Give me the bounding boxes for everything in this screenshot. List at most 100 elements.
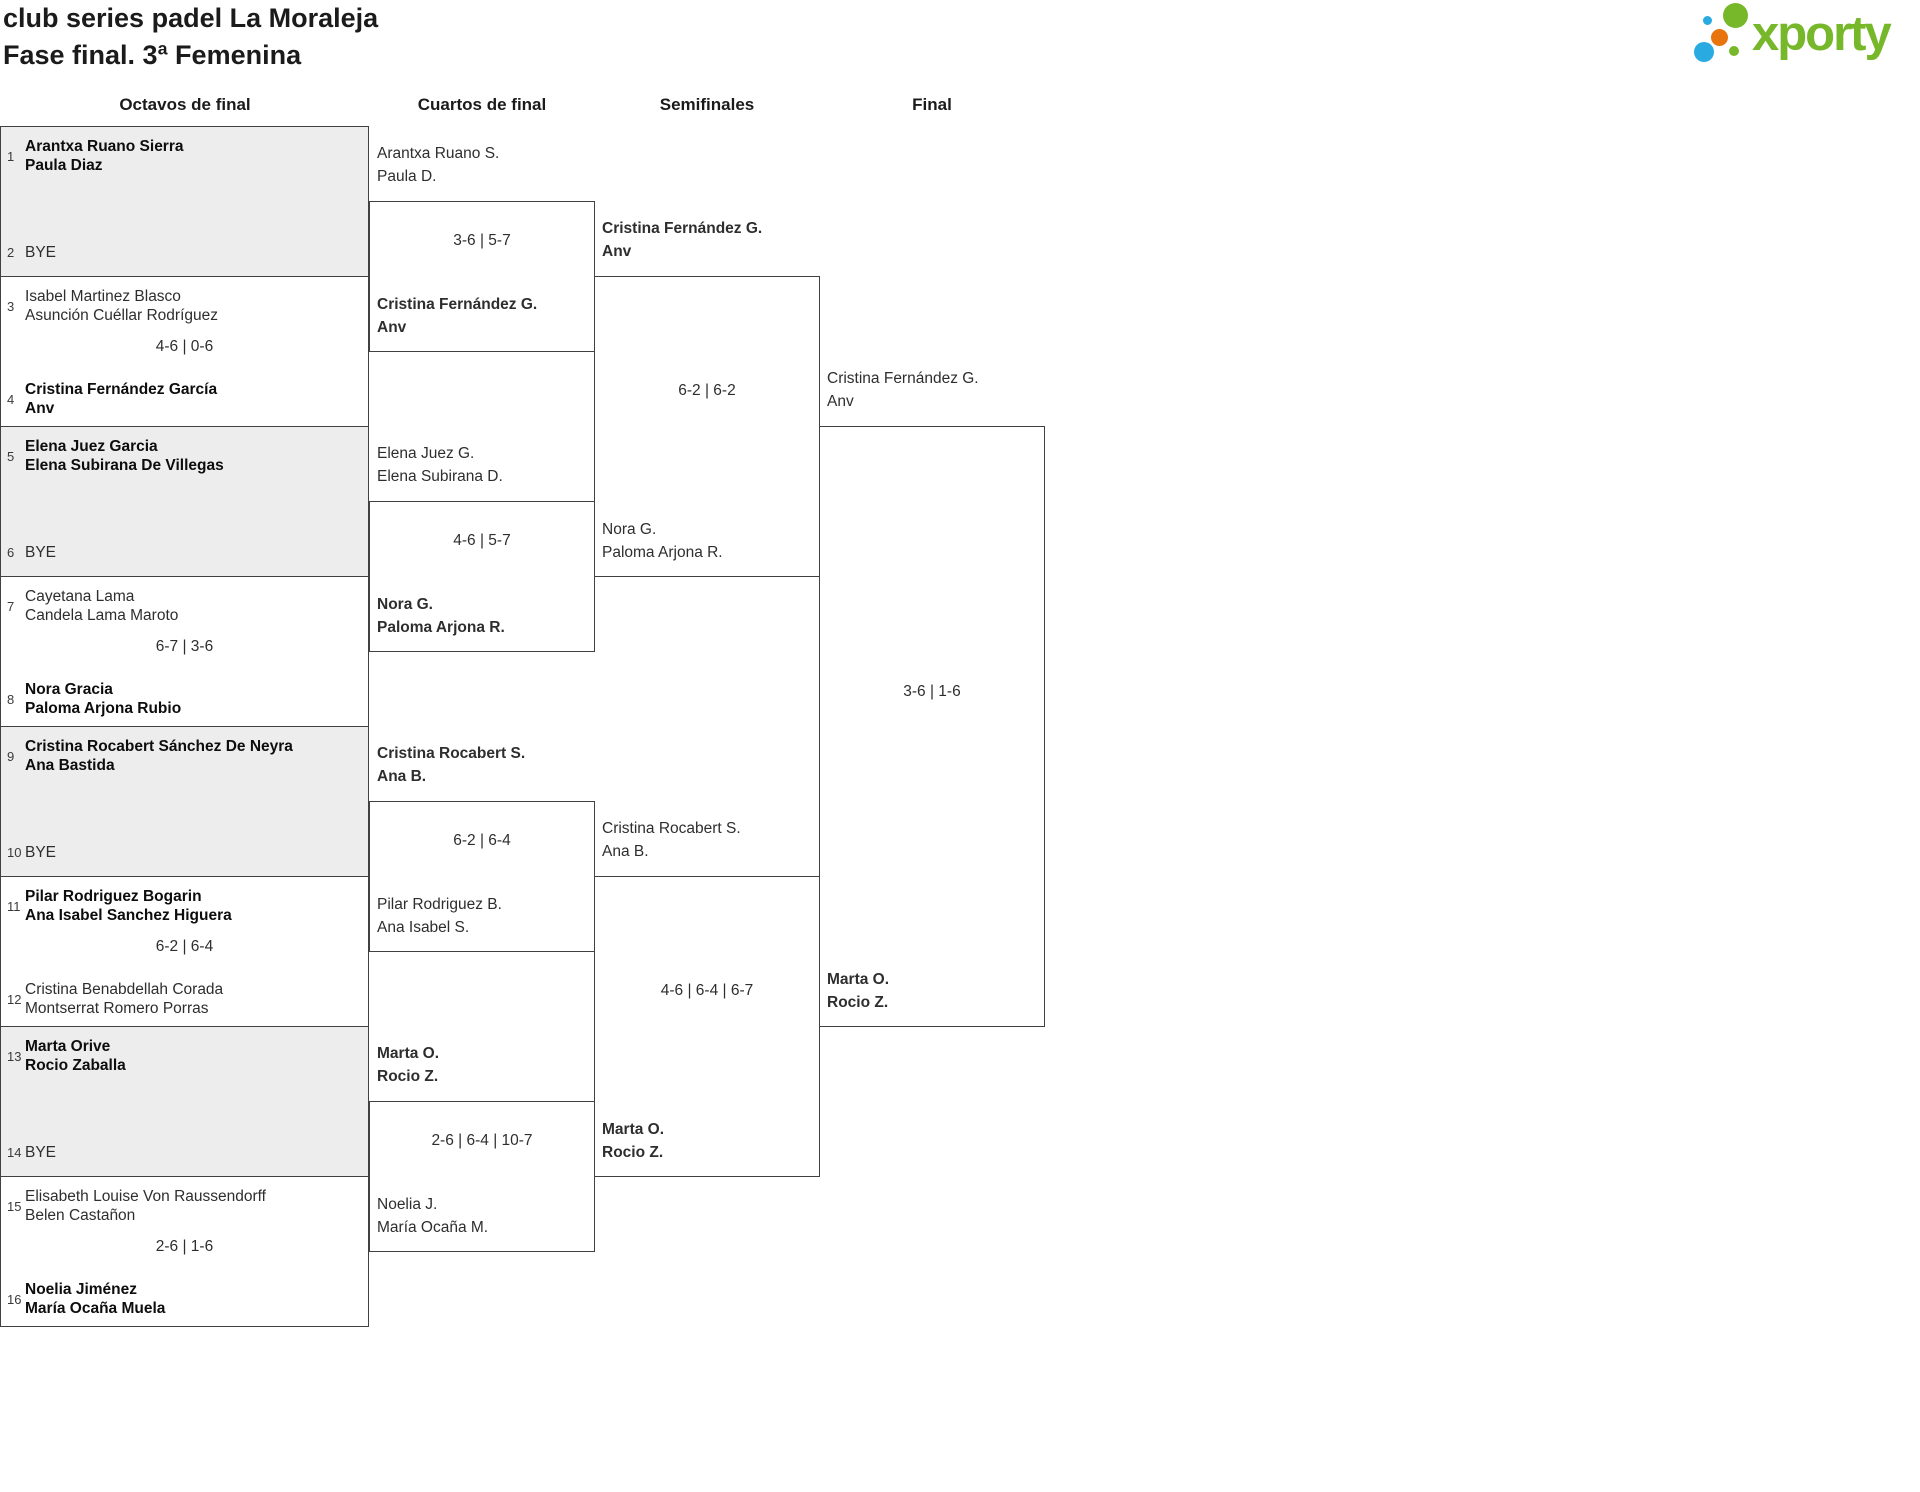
player-name: Cristina Benabdellah Corada xyxy=(25,981,224,998)
player-name: Montserrat Romero Porras xyxy=(25,1000,209,1017)
player-name: Paula Diaz xyxy=(25,157,103,174)
player-name: Elisabeth Louise Von Raussendorff xyxy=(25,1188,266,1205)
player-name: Anv xyxy=(25,400,55,417)
player-name: Pilar Rodriguez Bogarin xyxy=(25,888,202,905)
seed-number: 5 xyxy=(7,448,15,464)
player-name: Noelia J. xyxy=(377,1196,438,1213)
team-names: Cayetana Lama Candela Lama Maroto xyxy=(25,587,178,625)
match-score: 6-2 | 6-4 xyxy=(453,832,511,849)
player-name: Marta O. xyxy=(377,1045,440,1062)
seed-number: 11 xyxy=(7,898,21,914)
team-names: Cristina Rocabert Sánchez De Neyra Ana B… xyxy=(25,737,293,775)
page-title: club series padel La Moraleja Fase final… xyxy=(3,0,378,74)
bye-row: 2 BYE xyxy=(1,243,368,262)
bye-label: BYE xyxy=(25,844,57,861)
team-row: 4 Cristina Fernández García Anv xyxy=(1,380,368,418)
match-score: 6-7 | 3-6 xyxy=(155,638,214,655)
qf-match-2: Elena Juez G. Elena Subirana D. 4-6 | 5-… xyxy=(369,445,595,652)
player-name: Anv xyxy=(377,319,407,336)
player-name: Rocio Zaballa xyxy=(25,1057,126,1074)
player-name: Elena Subirana De Villegas xyxy=(25,457,224,474)
team-names: Noelia Jiménez María Ocaña Muela xyxy=(25,1280,165,1318)
player-name: Isabel Martinez Blasco xyxy=(25,288,181,305)
match-score: 4-6 | 5-7 xyxy=(453,532,511,549)
seed-number: 10 xyxy=(7,845,22,860)
sf-match-1: Cristina Fernández G. Anv 6-2 | 6-2 Nora… xyxy=(594,220,820,577)
player-name: Nora G. xyxy=(602,521,657,538)
team-names: Cristina Fernández G. Anv xyxy=(602,217,762,263)
match-score: 6-2 | 6-2 xyxy=(678,382,736,399)
seed-number: 12 xyxy=(7,991,22,1007)
team-names: Pilar Rodriguez B. Ana Isabel S. xyxy=(377,893,502,939)
team-names: Marta O. Rocio Z. xyxy=(827,968,889,1014)
sf-match-2: Cristina Rocabert S. Ana B. 4-6 | 6-4 | … xyxy=(594,820,820,1177)
team-names: Nora G. Paloma Arjona R. xyxy=(602,518,723,564)
logo-dot-icon xyxy=(1711,29,1728,46)
round-header-cuartos: Cuartos de final xyxy=(417,95,547,114)
round-header-octavos: Octavos de final xyxy=(119,95,251,114)
bye-row: 6 BYE xyxy=(1,543,368,562)
seed-number: 15 xyxy=(7,1198,22,1214)
match-score: 3-6 | 1-6 xyxy=(903,683,961,700)
r16-match-4: 7 Cayetana Lama Candela Lama Maroto 6-7 … xyxy=(0,576,369,727)
player-name: Belen Castañon xyxy=(25,1207,136,1224)
qf-match-1: Arantxa Ruano S. Paula D. 3-6 | 5-7 Cris… xyxy=(369,145,595,352)
team-names: Isabel Martinez Blasco Asunción Cuéllar … xyxy=(25,287,218,325)
player-name: Marta Orive xyxy=(25,1038,111,1055)
team-names: Noelia J. María Ocaña M. xyxy=(377,1193,488,1239)
seed-number: 8 xyxy=(7,691,15,707)
player-name: Cayetana Lama xyxy=(25,588,135,605)
team-names: Elisabeth Louise Von Raussendorff Belen … xyxy=(25,1187,266,1225)
seed-number: 13 xyxy=(7,1048,22,1064)
player-name: Elena Subirana D. xyxy=(377,468,503,485)
seed-number: 4 xyxy=(7,391,15,407)
seed-number: 2 xyxy=(7,245,15,260)
player-name: Noelia Jiménez xyxy=(25,1281,137,1298)
team-names: Elena Juez G. Elena Subirana D. xyxy=(377,442,503,488)
team-row: 3 Isabel Martinez Blasco Asunción Cuélla… xyxy=(1,287,368,325)
tournament-name: club series padel La Moraleja xyxy=(3,3,379,33)
match-score: 2-6 | 6-4 | 10-7 xyxy=(431,1132,533,1149)
seed-number: 9 xyxy=(7,748,15,764)
team-names: Marta O. Rocio Z. xyxy=(602,1118,664,1164)
player-name: Arantxa Ruano S. xyxy=(377,145,500,162)
r16-match-3: 5 Elena Juez Garcia Elena Subirana De Vi… xyxy=(0,426,369,577)
team-names: Arantxa Ruano Sierra Paula Diaz xyxy=(25,137,184,175)
r16-match-1: 1 Arantxa Ruano Sierra Paula Diaz 2 BYE xyxy=(0,126,369,277)
team-row: 16 Noelia Jiménez María Ocaña Muela xyxy=(1,1280,368,1318)
team-names: Cristina Fernández G. Anv xyxy=(827,367,979,413)
player-name: Ana Bastida xyxy=(25,757,115,774)
team-names: Nora G. Paloma Arjona R. xyxy=(377,593,505,639)
team-row: 11 Pilar Rodriguez Bogarin Ana Isabel Sa… xyxy=(1,887,368,925)
player-name: Marta O. xyxy=(602,1121,665,1138)
team-names: Cristina Rocabert S. Ana B. xyxy=(602,817,741,863)
seed-number: 6 xyxy=(7,545,15,560)
r16-match-7: 13 Marta Orive Rocio Zaballa 14 BYE xyxy=(0,1026,369,1177)
player-name: Arantxa Ruano Sierra xyxy=(25,138,184,155)
bye-label: BYE xyxy=(25,1144,57,1161)
round-header-semifinales: Semifinales xyxy=(659,95,755,114)
match-score: 2-6 | 1-6 xyxy=(155,1238,214,1255)
player-name: Cristina Fernández García xyxy=(25,381,218,398)
match-score: 4-6 | 0-6 xyxy=(155,338,214,355)
player-name: Rocio Z. xyxy=(377,1068,439,1085)
player-name: Cristina Fernández G. xyxy=(827,370,979,387)
r16-match-8: 15 Elisabeth Louise Von Raussendorff Bel… xyxy=(0,1176,369,1327)
player-name: Cristina Rocabert S. xyxy=(602,820,741,837)
team-names: Cristina Fernández García Anv xyxy=(25,380,217,418)
player-name: Paula D. xyxy=(377,168,437,185)
team-row: 5 Elena Juez Garcia Elena Subirana De Vi… xyxy=(1,437,368,475)
r16-match-5: 9 Cristina Rocabert Sánchez De Neyra Ana… xyxy=(0,726,369,877)
seed-number: 14 xyxy=(7,1145,22,1160)
logo-dot-icon xyxy=(1703,16,1712,25)
xporty-logo[interactable]: xporty xyxy=(1690,0,1918,75)
player-name: Cristina Rocabert S. xyxy=(377,745,526,762)
phase-category: Fase final. 3ª Femenina xyxy=(3,40,302,70)
player-name: Paloma Arjona R. xyxy=(602,544,723,561)
r16-match-2: 3 Isabel Martinez Blasco Asunción Cuélla… xyxy=(0,276,369,427)
team-names: Elena Juez Garcia Elena Subirana De Vill… xyxy=(25,437,224,475)
player-name: Nora Gracia xyxy=(25,681,113,698)
player-name: Ana Isabel S. xyxy=(377,919,470,936)
player-name: Anv xyxy=(602,243,632,260)
